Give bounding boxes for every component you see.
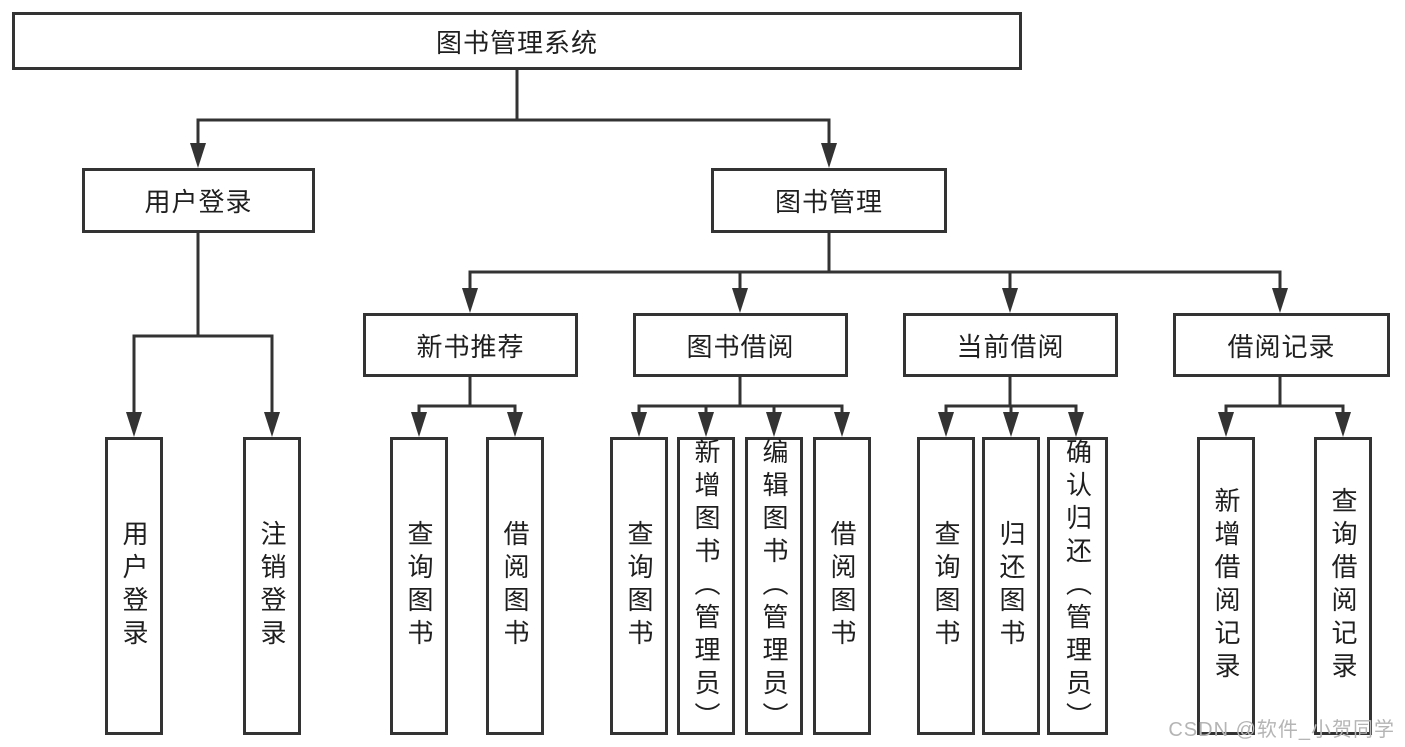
node-current-borrowing: 当前借阅 bbox=[903, 313, 1118, 377]
connector-root-to-level2 bbox=[196, 70, 831, 146]
leaf-query-borrow-record: 查询借阅记录 bbox=[1314, 437, 1372, 735]
connector-current-borrowing-children bbox=[944, 377, 1078, 415]
connector-book-borrowing-children bbox=[637, 377, 844, 415]
leaf-confirm-return-admin: 确认归还（管理员） bbox=[1047, 437, 1108, 735]
node-book-borrowing: 图书借阅 bbox=[633, 313, 848, 377]
leaf-add-borrow-record: 新增借阅记录 bbox=[1197, 437, 1255, 735]
leaf-user-login: 用户登录 bbox=[105, 437, 163, 735]
leaf-borrow-books-borrowing: 借阅图书 bbox=[813, 437, 871, 735]
leaf-borrow-books-recommend: 借阅图书 bbox=[486, 437, 544, 735]
connector-new-book-children bbox=[417, 377, 517, 415]
leaf-query-books-recommend: 查询图书 bbox=[390, 437, 448, 735]
leaf-edit-book-admin: 编辑图书（管理员） bbox=[745, 437, 803, 735]
leaf-logout: 注销登录 bbox=[243, 437, 301, 735]
node-book-management: 图书管理 bbox=[711, 168, 947, 233]
leaf-return-book: 归还图书 bbox=[982, 437, 1040, 735]
watermark-csdn: CSDN @软件_小贺同学 bbox=[1168, 719, 1395, 741]
node-new-book-recommendation: 新书推荐 bbox=[363, 313, 578, 377]
connector-book-management-children bbox=[468, 233, 1282, 291]
connector-user-login-children bbox=[132, 233, 274, 415]
node-user-login: 用户登录 bbox=[82, 168, 315, 233]
node-borrowing-records: 借阅记录 bbox=[1173, 313, 1390, 377]
leaf-query-books-current: 查询图书 bbox=[917, 437, 975, 735]
connector-borrowing-records-children bbox=[1224, 377, 1345, 415]
node-library-management-system: 图书管理系统 bbox=[12, 12, 1022, 70]
leaf-add-book-admin: 新增图书（管理员） bbox=[677, 437, 735, 735]
arrowheads bbox=[126, 143, 1351, 437]
leaf-query-books-borrowing: 查询图书 bbox=[610, 437, 668, 735]
